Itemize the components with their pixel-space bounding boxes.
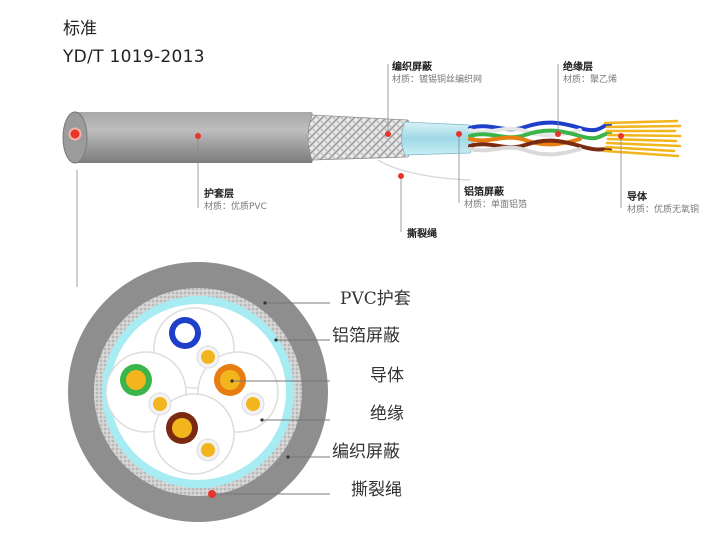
braid-callout-title: 编织屏蔽 [392,62,432,73]
standard-label: 标准 [63,19,97,39]
copper-conductors [603,119,682,158]
standard-code: YD/T 1019-2013 [63,47,205,67]
jacket-end-marker [68,127,82,141]
insulation-callout-title: 绝缘层 [563,62,593,73]
jacket-callout-material: 材质：优质PVC [204,202,267,212]
foil-callout-title: 铝箔屏蔽 [464,187,504,198]
conductor-callout-title: 导体 [627,192,647,203]
foil-shield [401,121,475,156]
conductor-callout-material: 材质：优质无氧铜 [627,205,700,215]
jacket-callout-title: 护套层 [204,189,234,200]
section-label-pvc-jacket: PVC护套 [340,289,411,309]
callout-lines [76,64,622,287]
cross-section [68,262,328,522]
section-label-conductor: 导体 [370,366,404,386]
section-leader-lines [216,302,330,495]
callout-dots [195,131,624,179]
braid-shield [307,114,413,161]
insulation-callout-material: 材质：聚乙烯 [563,75,618,85]
twisted-pairs [468,120,612,157]
section-label-ripcord: 撕裂绳 [351,480,402,500]
section-leader-dots [230,301,290,459]
cable-jacket [62,111,317,164]
section-label-braid-shield: 编织屏蔽 [332,442,400,462]
braid-callout-material: 材质：镀锡铜丝编织网 [392,75,483,85]
foil-callout-material: 材质：单面铝箔 [464,200,528,210]
section-label-foil-shield: 铝箔屏蔽 [332,326,400,346]
section-label-insulation: 绝缘 [370,404,404,424]
ripcord-callout-title: 撕裂绳 [407,229,437,240]
ripcord [377,159,471,181]
